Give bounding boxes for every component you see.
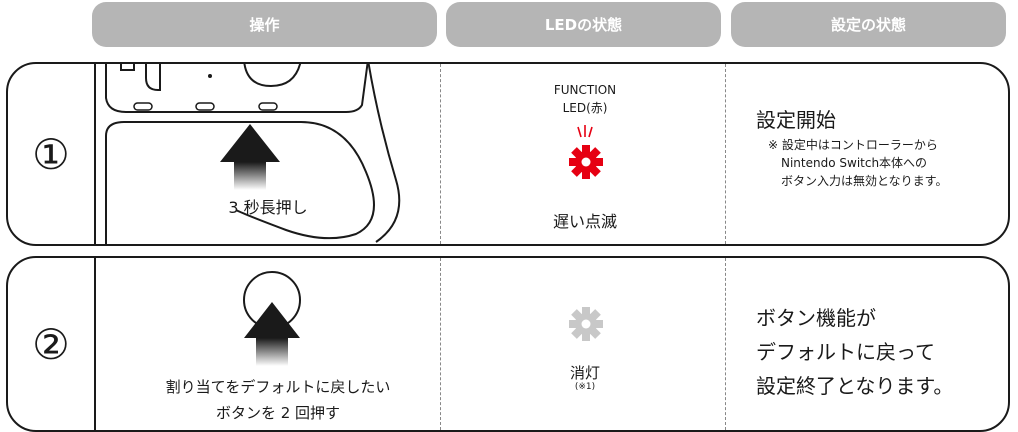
blink-rays-icon (577, 125, 593, 138)
operation-caption: 3 秒長押し (228, 198, 308, 217)
led-state-text: 遅い点滅 (552, 212, 617, 231)
led-state-text: 消灯 (569, 364, 600, 382)
button-press-illustration (243, 271, 301, 366)
column-divider (440, 64, 441, 244)
column-divider (725, 258, 726, 430)
led-name-line1: FUNCTION (553, 83, 617, 97)
setting-title: 設定開始 (756, 108, 836, 132)
gear-icon (569, 145, 603, 179)
setting-note-line2: Nintendo Switch本体への (781, 156, 928, 170)
setting-note-line3: ボタン入力は無効となります。 (781, 174, 948, 188)
operation-caption-line1: 割り当てをデフォルトに戻したい (165, 378, 391, 396)
header-led-state: LEDの状態 (446, 2, 721, 47)
row-divider (94, 258, 96, 430)
row-divider (94, 64, 96, 244)
step-number-1: ① (32, 129, 70, 179)
header-setting-state: 設定の状態 (731, 2, 1006, 47)
step-row-2: ② 割り当てをデフォルトに戻したい ボタンを 2 回押す 消灯 (※1) (6, 256, 1010, 432)
setting-line1: ボタン機能が (756, 306, 876, 330)
column-divider (725, 64, 726, 244)
operation-caption-line2: ボタンを 2 回押す (215, 404, 341, 422)
header-setting-state-label: 設定の状態 (830, 16, 906, 34)
column-divider (440, 258, 441, 430)
header-led-state-label: LEDの状態 (544, 16, 623, 34)
led-name-line2: LED(赤) (562, 101, 608, 115)
controller-illustration (105, 64, 401, 244)
setting-note-line1: ※ 設定中はコントローラーから (768, 138, 938, 152)
setting-line3: 設定終了となります。 (756, 374, 954, 398)
led-state-note: (※1) (574, 382, 596, 392)
gear-off-icon (569, 307, 603, 341)
setting-line2: デフォルトに戻って (756, 340, 935, 364)
header-operation: 操作 (92, 2, 437, 47)
header-operation-label: 操作 (249, 16, 280, 34)
step-number-2: ② (32, 319, 70, 369)
step-row-1: ① 3 秒長押し FUNCTION LED(赤) (6, 62, 1010, 246)
